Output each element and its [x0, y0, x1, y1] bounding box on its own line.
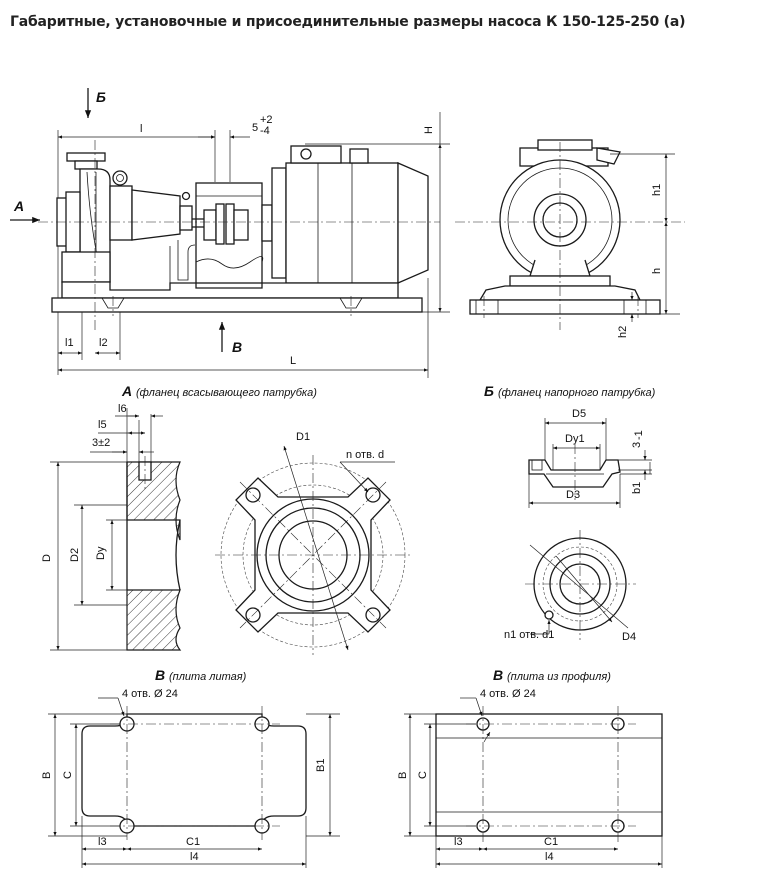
dim-4-holes-2: 4 отв. Ø 24	[480, 688, 536, 700]
dim-C1-1: C1	[186, 836, 200, 848]
end-base	[469, 299, 661, 315]
profile-plate-outline	[435, 713, 663, 837]
dim-C-1: C	[62, 771, 74, 779]
caption-v1-letter: В	[155, 667, 165, 683]
round-flange-hole	[544, 610, 554, 620]
discharge-flange-front: n1 отв. d1 D4	[504, 530, 636, 643]
discharge-flange-section: D5 Dy1 D3 3 -1 b1	[528, 408, 652, 508]
dim-D: D	[41, 554, 53, 562]
dim-h2: h2	[617, 326, 629, 338]
dim-C-2: C	[417, 771, 429, 779]
dim-B-2: B	[397, 772, 409, 779]
dim-l3-2: l3	[454, 836, 463, 848]
dim-Dy1: Dy1	[565, 433, 585, 445]
dim-5-minus: -4	[260, 125, 270, 137]
dim-D1: D1	[296, 431, 310, 443]
end-view: h1 h h2	[455, 139, 685, 338]
cast-plate-outline	[81, 713, 307, 827]
dim-3-sub: -1	[633, 430, 645, 440]
cast-base-plate: 4 отв. Ø 24 B C B1 l3 C1 l4	[41, 688, 340, 868]
dim-D2: D2	[69, 548, 81, 562]
motor-flange	[271, 167, 287, 279]
caption-a-letter: А	[121, 383, 132, 399]
caption-v2: (плита из профиля)	[507, 671, 611, 683]
dim-l1: l1	[65, 337, 74, 349]
dim-5: 5	[252, 122, 258, 134]
dim-Dy: Dy	[95, 546, 107, 560]
page-title: Габаритные, установочные и присоединител…	[10, 14, 686, 30]
dim-D4: D4	[622, 631, 636, 643]
dim-l2: l2	[99, 337, 108, 349]
dim-B-1: B	[41, 772, 53, 779]
label-v-arrow: В	[232, 339, 242, 355]
caption-a: (фланец всасывающего патрубка)	[136, 387, 317, 399]
suction-flange-section: l6 l5 3±2 D D2 Dy	[41, 403, 182, 651]
dim-h1: h1	[651, 184, 663, 196]
dim-n-holes: n отв. d	[346, 449, 384, 461]
dim-b1: b1	[631, 482, 643, 494]
dim-l5: l5	[98, 419, 107, 431]
dim-3pm2: 3±2	[92, 437, 110, 449]
pressure-gauge	[112, 170, 128, 186]
label-a-arrow: А	[13, 198, 24, 214]
base-plate	[61, 281, 399, 299]
dim-B1: B1	[315, 759, 327, 772]
dim-l4-2: l4	[545, 851, 554, 863]
terminal-box	[290, 145, 342, 164]
dim-3: 3	[631, 442, 643, 448]
profile-base-plate: 4 отв. Ø 24 B C l3 C1 l4	[397, 688, 663, 868]
motor-fan-cover	[397, 162, 429, 284]
bearing-housing	[131, 189, 181, 241]
caption-v1: (плита литая)	[169, 671, 247, 683]
suction-flange-front: D1 n отв. d	[215, 431, 412, 655]
dim-C1-2: C1	[544, 836, 558, 848]
dim-D3: D3	[566, 489, 580, 501]
dim-5-plus: +2	[260, 114, 273, 126]
dim-l4-1: l4	[190, 851, 199, 863]
dim-l6: l6	[118, 403, 127, 415]
dim-n1-holes: n1 отв. d1	[504, 629, 554, 641]
dim-D5: D5	[572, 408, 586, 420]
caption-v2-letter: В	[493, 667, 503, 683]
dim-H: H	[423, 126, 435, 134]
caption-b-letter: Б	[484, 383, 494, 399]
label-b-arrow: Б	[96, 89, 106, 105]
electric-motor	[285, 162, 399, 284]
discharge-flange-profile	[528, 459, 621, 488]
discharge-flange	[66, 152, 106, 162]
dim-4-holes-1: 4 отв. Ø 24	[122, 688, 178, 700]
dim-l3-1: l3	[98, 836, 107, 848]
caption-b: (фланец напорного патрубка)	[498, 387, 656, 399]
dim-h: h	[651, 268, 663, 274]
dim-l: l	[140, 123, 142, 135]
side-view: Б А l 5 +2 -4	[10, 88, 450, 378]
dim-L: L	[290, 355, 296, 367]
coupling	[203, 209, 217, 241]
